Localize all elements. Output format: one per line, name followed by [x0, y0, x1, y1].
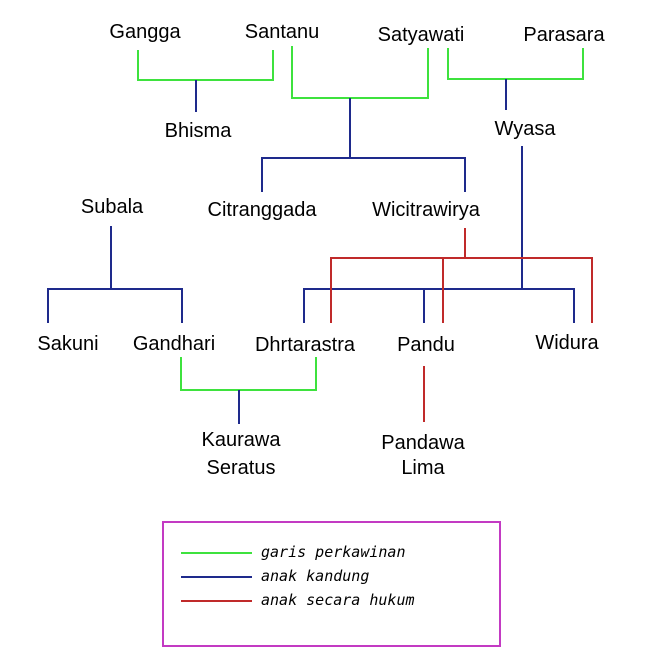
person-citranggada: Citranggada — [208, 199, 318, 221]
person-parasara: Parasara — [523, 24, 605, 46]
marriage-lines — [137, 46, 584, 391]
legend-label-marriage: garis perkawinan — [261, 543, 406, 561]
marriage-line-satyawati-parasara — [447, 48, 584, 80]
person-gandhari: Gandhari — [133, 333, 215, 355]
legend: garis perkawinan anak kandung anak secar… — [162, 521, 501, 647]
person-wicitrawirya: Wicitrawirya — [372, 199, 481, 221]
biological-lines — [47, 79, 575, 424]
person-satyawati: Satyawati — [378, 24, 465, 46]
legend-label-legal: anak secara hukum — [261, 591, 415, 609]
person-pandawa-line2: Lima — [401, 457, 445, 479]
legend-label-biological: anak kandung — [261, 567, 369, 585]
person-kaurawa-line2: Seratus — [207, 457, 276, 479]
marriage-line-gangga-santanu — [137, 50, 274, 81]
person-dhrtarastra: Dhrtarastra — [255, 334, 356, 356]
person-sakuni: Sakuni — [37, 333, 98, 355]
child-line-wyasa-children — [303, 288, 575, 323]
person-bhisma: Bhisma — [165, 120, 233, 142]
person-widura: Widura — [535, 332, 599, 354]
child-line-citranggada-wicitrawirya — [261, 157, 466, 192]
person-pandawa-line1: Pandawa — [381, 432, 465, 454]
marriage-line-santanu-satyawati — [291, 46, 429, 99]
person-santanu: Santanu — [245, 21, 320, 43]
legend-box — [162, 521, 501, 647]
legal-line-wicitrawirya-children — [330, 257, 593, 323]
person-labels: Gangga Santanu Satyawati Parasara Bhisma… — [37, 21, 605, 479]
person-wyasa: Wyasa — [495, 118, 557, 140]
person-gangga: Gangga — [109, 21, 181, 43]
person-subala: Subala — [81, 196, 144, 218]
child-line-sakuni-gandhari — [47, 288, 183, 323]
person-pandu: Pandu — [397, 334, 455, 356]
person-kaurawa-line1: Kaurawa — [202, 429, 282, 451]
marriage-line-gandhari-dhrtarastra — [180, 357, 317, 391]
legal-lines — [330, 228, 593, 422]
